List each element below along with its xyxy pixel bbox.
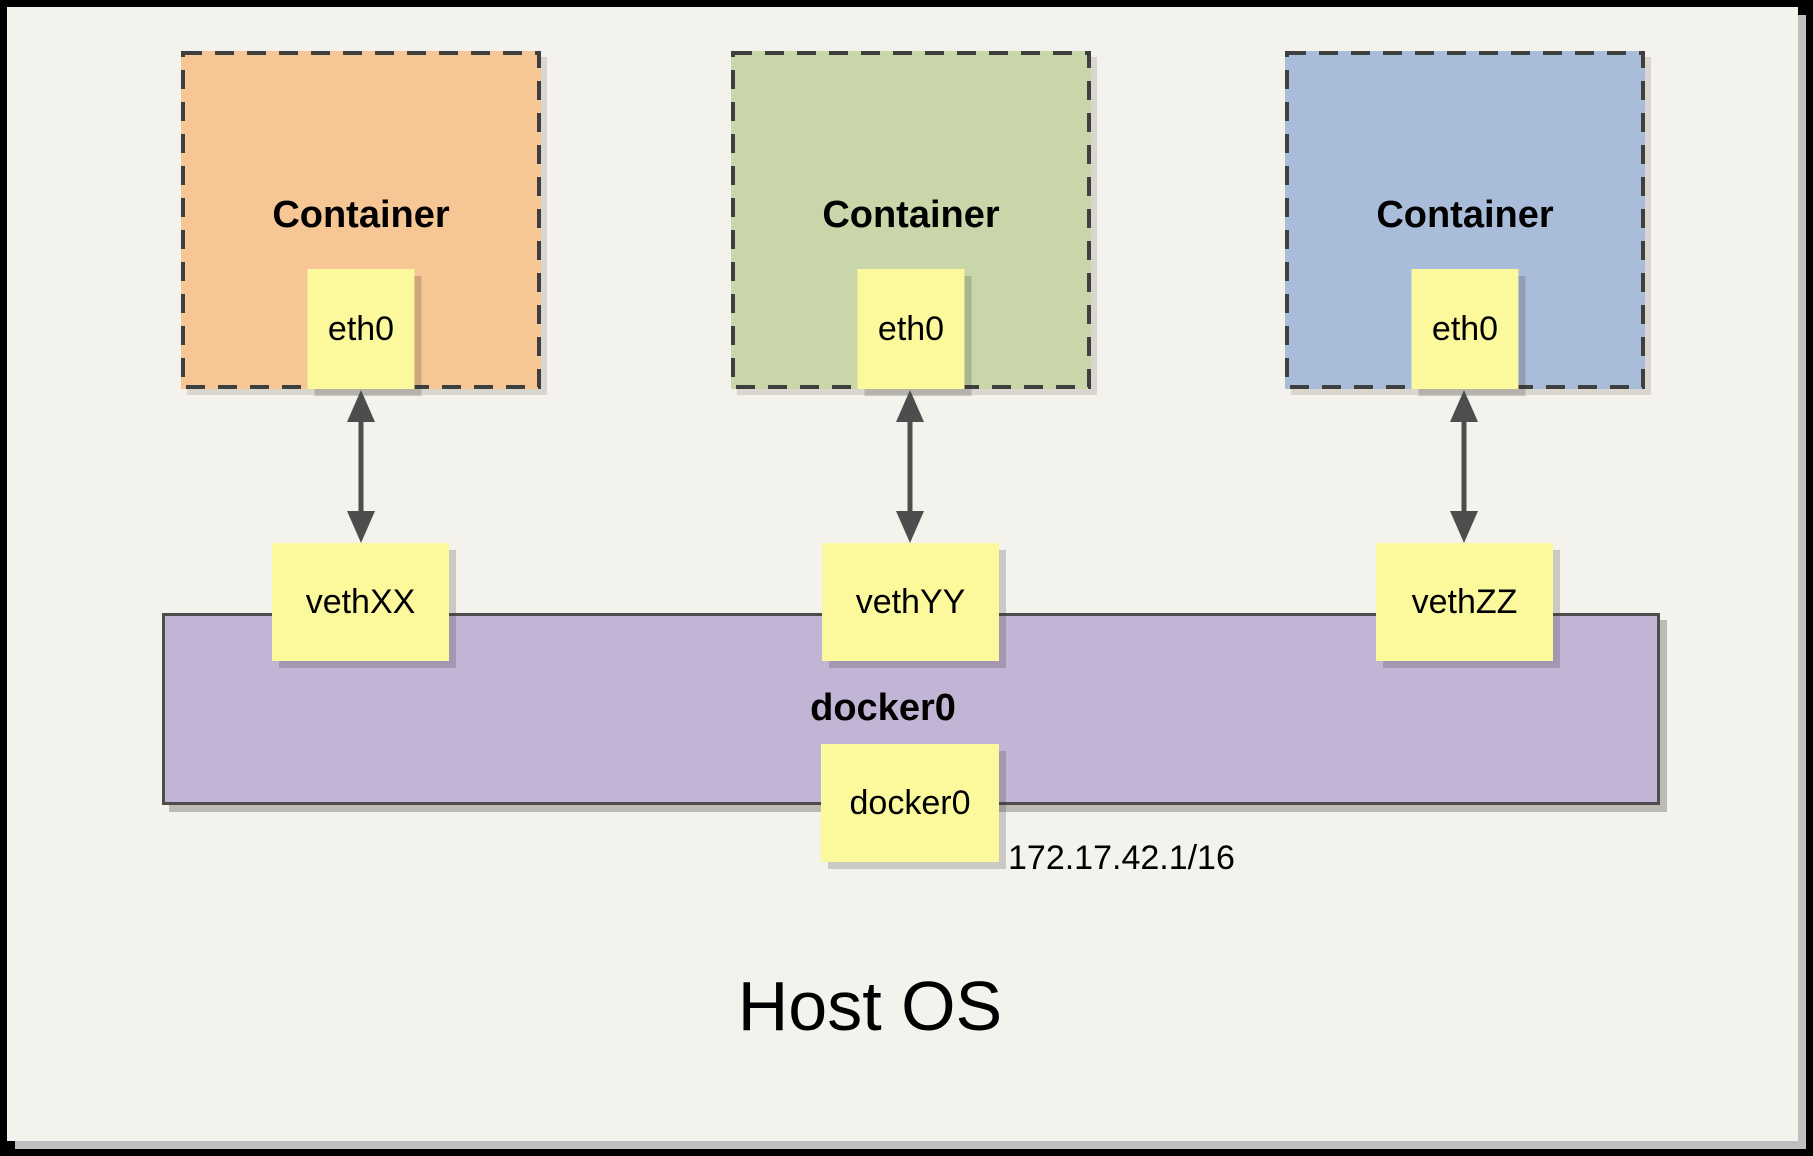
container-box-2: Container eth0 [731,51,1091,389]
docker0-interface-label: docker0 [849,783,971,822]
container-1-eth0-label: eth0 [327,309,395,348]
container-2-label: Container [822,194,1000,236]
container-box-3: Container eth0 [1285,51,1645,389]
container-1-eth0-box: eth0 [307,269,415,389]
docker0-bridge-label: docker0 [810,687,956,729]
vethXX-box: vethXX [272,543,449,661]
vethZZ-box: vethZZ [1376,543,1553,661]
bidirectional-arrow-1 [347,390,375,543]
vethYY-box: vethYY [822,543,999,661]
docker0-interface-box: docker0 [821,744,999,862]
vethZZ-label: vethZZ [1411,582,1518,621]
container-2-eth0-label: eth0 [877,309,945,348]
container-1-label: Container [272,194,450,236]
bidirectional-arrow-2 [896,390,924,543]
host-os-title: Host OS [737,967,1003,1045]
container-box-1: Container eth0 [181,51,541,389]
container-3-eth0-box: eth0 [1411,269,1519,389]
container-2-eth0-box: eth0 [857,269,965,389]
container-3-eth0-label: eth0 [1431,309,1499,348]
vethYY-label: vethYY [855,582,966,621]
bridge-ip-address: 172.17.42.1/16 [1008,839,1235,877]
bidirectional-arrow-3 [1450,390,1478,543]
container-3-label: Container [1376,194,1554,236]
vethXX-label: vethXX [305,582,416,621]
